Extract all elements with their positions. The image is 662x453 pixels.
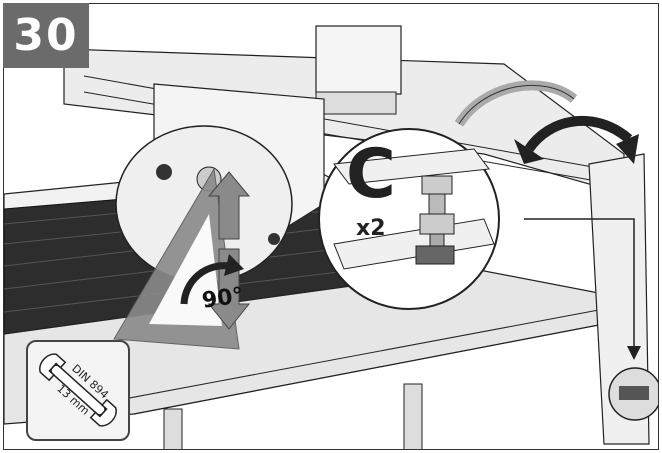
motor-box	[315, 25, 402, 95]
detail-letter: C	[346, 135, 396, 214]
angle-arc-icon	[180, 262, 230, 305]
tool-callout: DIN 894 13 mm	[26, 340, 130, 441]
up-arrow-icon	[207, 171, 251, 240]
instruction-frame: C x2 90° DIN 894 13 mm	[3, 3, 659, 450]
table-leg	[163, 408, 183, 449]
bolt-nut	[421, 175, 453, 195]
rotate-arrow-icon	[524, 115, 633, 152]
bolt-nut	[419, 213, 455, 235]
detail-quantity: x2	[356, 216, 386, 241]
wrench-icon	[39, 353, 117, 427]
step-number-badge: 30	[3, 3, 89, 68]
table-leg	[403, 383, 423, 449]
pointer-line	[524, 218, 635, 354]
